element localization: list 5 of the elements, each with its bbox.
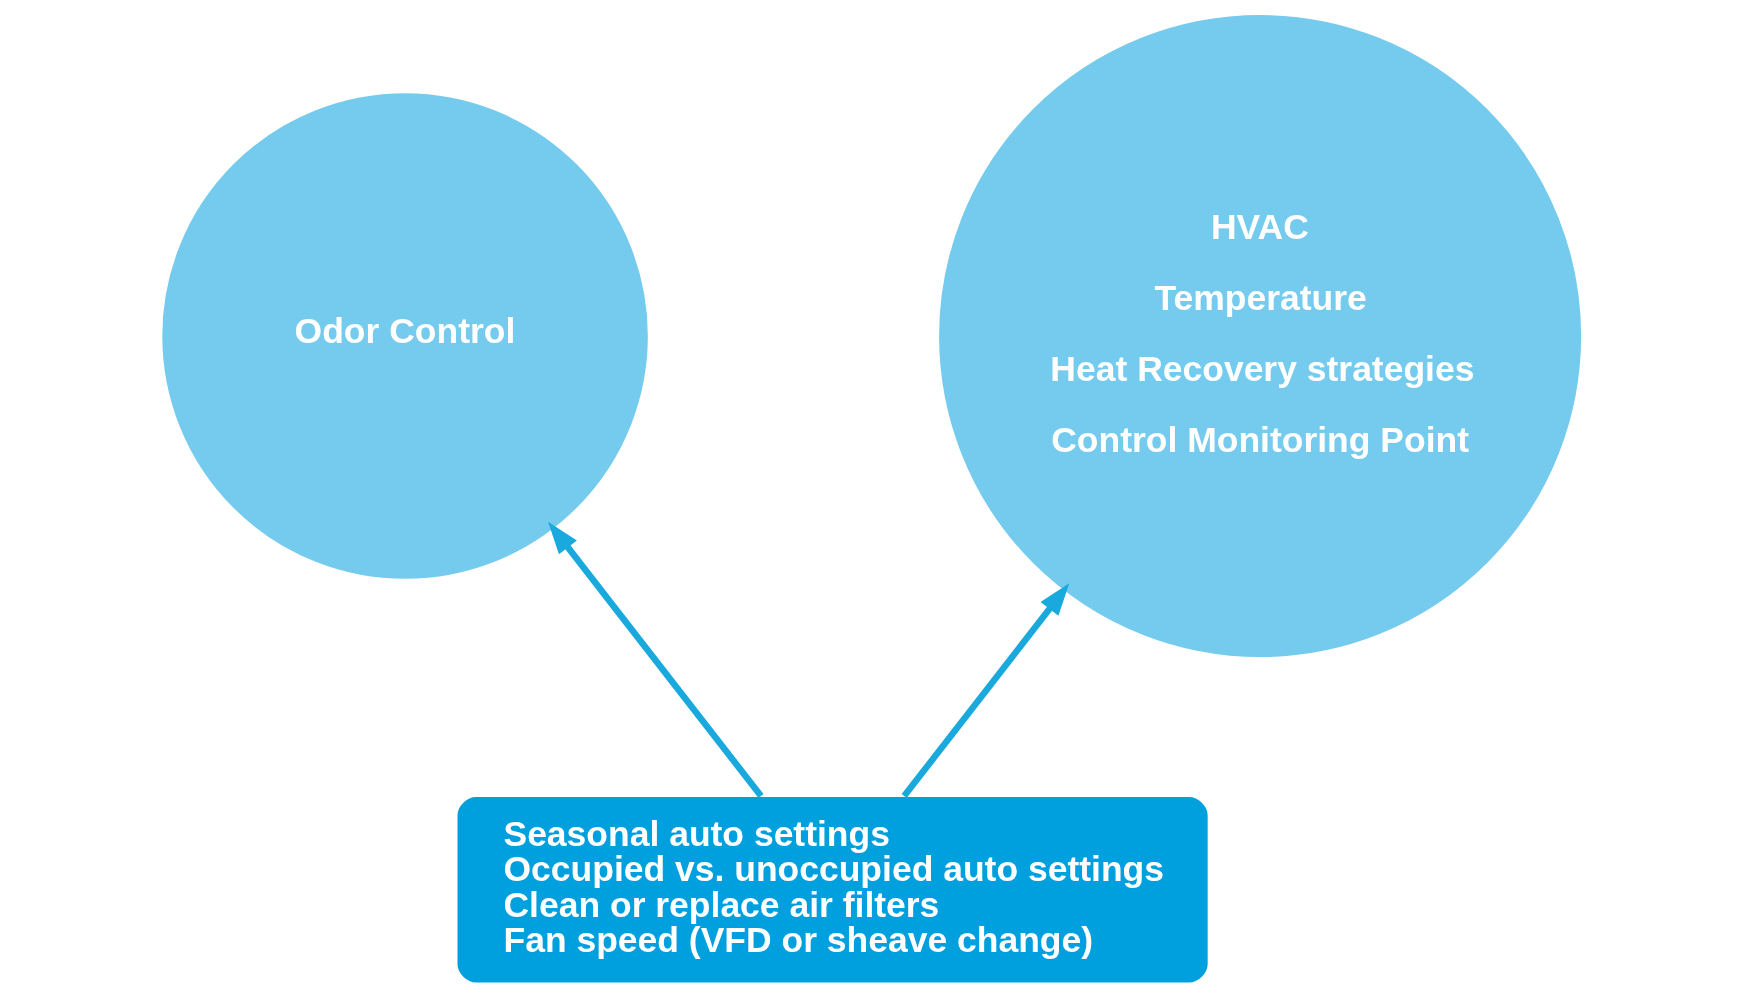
arrow <box>901 583 1070 799</box>
node-box: Seasonal auto settings Occupied vs. unoccupied auto settings Clean or replace air filters Fan speed (VFD or sheave change) <box>455 795 1210 985</box>
node-circle: HVAC Temperature Heat Recovery strategies Control Monitoring Point <box>937 13 1583 659</box>
arrow <box>548 521 764 799</box>
node-circle: Odor Control <box>160 91 650 581</box>
